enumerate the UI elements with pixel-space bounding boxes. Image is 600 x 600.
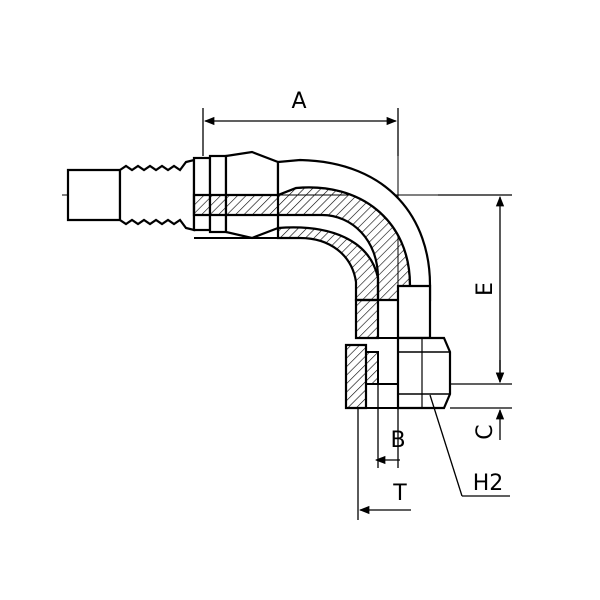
label-b: B [390, 428, 405, 453]
dimension-t [357, 408, 411, 520]
dimension-a [202, 108, 399, 156]
label-a: A [291, 89, 306, 114]
label-e: E [473, 282, 498, 296]
swivel-nut [344, 284, 452, 410]
label-c: C [473, 424, 498, 439]
leader-h2 [429, 394, 510, 497]
label-t: T [392, 481, 407, 506]
dimension-c [450, 360, 512, 440]
dimension-e [438, 194, 512, 385]
dimension-b [374, 384, 400, 468]
label-h2: H2 [473, 471, 504, 496]
